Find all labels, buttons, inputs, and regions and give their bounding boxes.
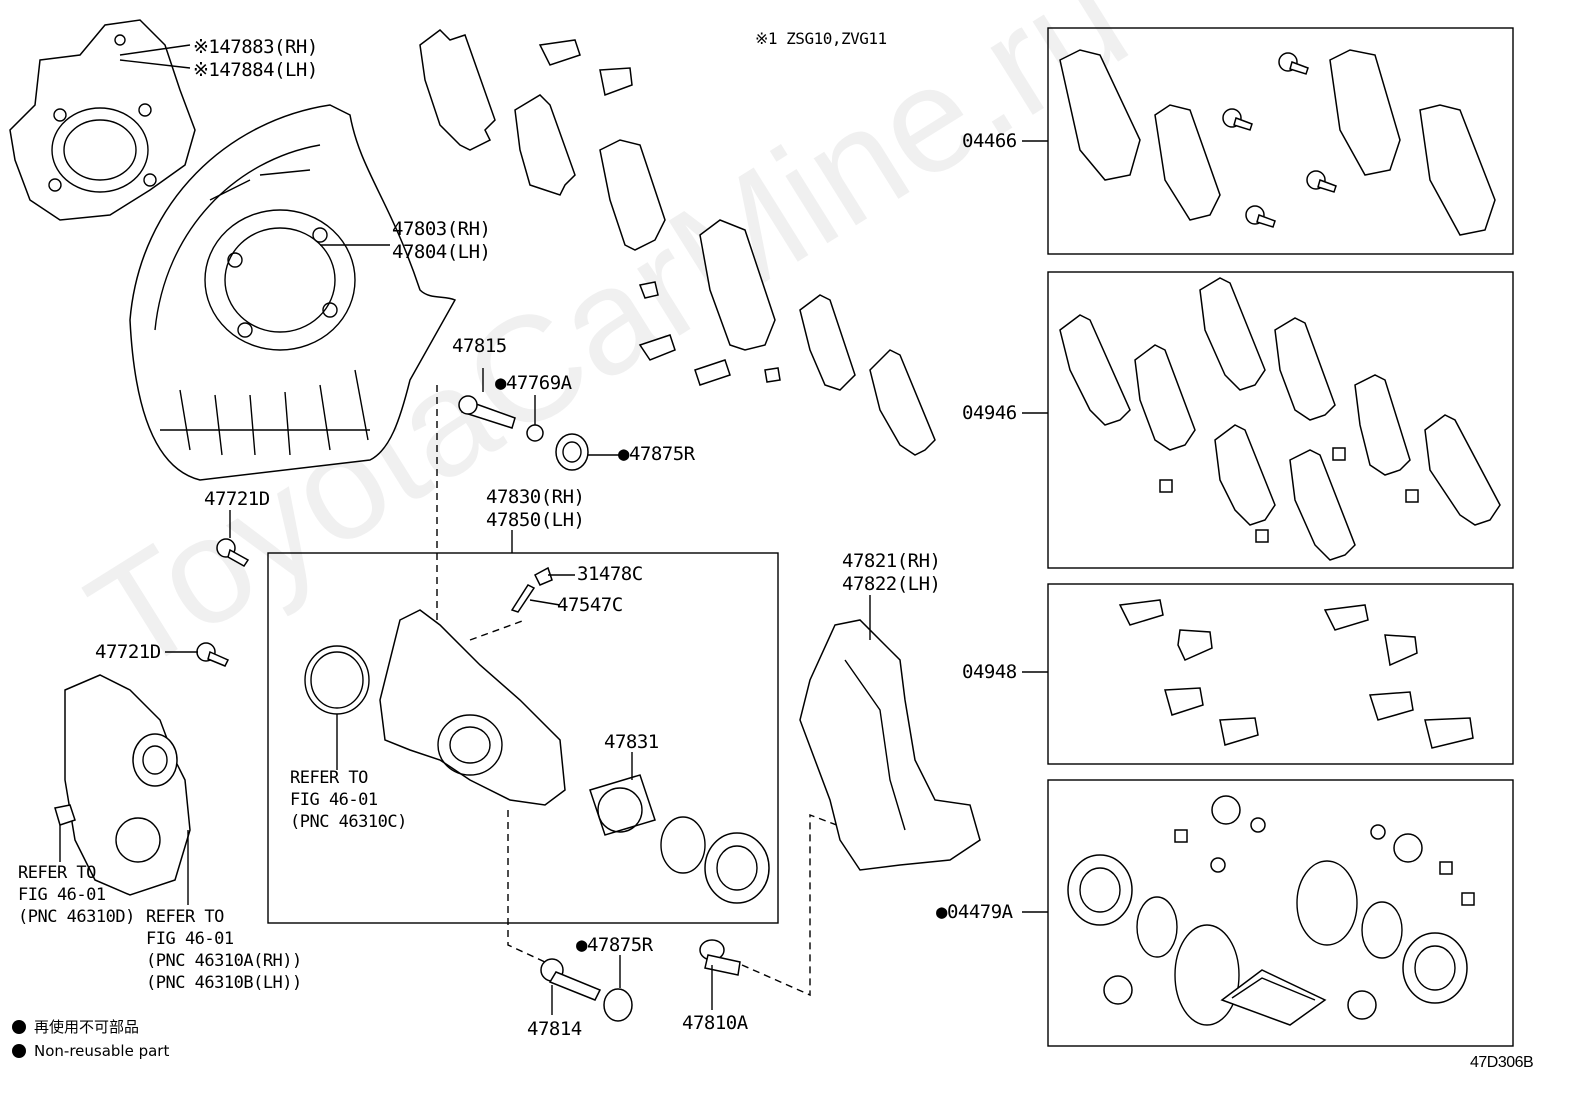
label-47875R-bottom: ●47875R	[576, 934, 653, 956]
label-47810A: 47810A	[682, 1012, 748, 1034]
label-04948: 04948	[962, 661, 1017, 683]
legend-item-jp: 再使用不可部品	[12, 1016, 139, 1037]
refer-caliper-line1: REFER TO	[146, 907, 224, 927]
box-04948	[1047, 583, 1514, 765]
refer-motor-line2: FIG 46-01	[18, 885, 106, 905]
refer-motor-line3: (PNC 46310D)	[18, 907, 135, 927]
label-47831: 47831	[604, 731, 659, 753]
legend-text-jp: 再使用不可部品	[34, 1018, 140, 1036]
label-47815: 47815	[452, 335, 507, 357]
bullet-dot-icon	[12, 1020, 26, 1034]
header-note: ※1 ZSG10,ZVG11	[755, 29, 887, 48]
label-47803: 47803(RH)	[392, 218, 491, 240]
brake-pads-top	[419, 29, 936, 456]
label-47721D-mid: 47721D	[95, 641, 161, 663]
refer-seal-line3: (PNC 46310C)	[290, 812, 407, 832]
box-04479A	[1047, 779, 1514, 1047]
label-47883: ※147883(RH)	[193, 36, 318, 58]
clips-04948	[1118, 599, 1474, 749]
label-47850: 47850(LH)	[486, 509, 585, 531]
label-04946: 04946	[962, 402, 1017, 424]
label-47821: 47821(RH)	[842, 550, 941, 572]
label-47884: ※147884(LH)	[193, 59, 318, 81]
pads-04466	[1059, 49, 1496, 236]
refer-motor-line1: REFER TO	[18, 863, 96, 883]
caliper-body	[304, 566, 770, 904]
label-47547C: 47547C	[557, 594, 623, 616]
label-04466: 04466	[962, 130, 1017, 152]
legend-text-en: Non-reusable part	[34, 1042, 170, 1060]
shims-04946	[1059, 277, 1501, 561]
refer-seal-line1: REFER TO	[290, 768, 368, 788]
refer-caliper-line2: FIG 46-01	[146, 929, 234, 949]
bolt-47721D	[196, 538, 250, 667]
label-04479A: ●04479A	[936, 901, 1013, 923]
box-04946	[1047, 271, 1514, 569]
dust-shield	[129, 104, 457, 481]
label-47721D-top: 47721D	[204, 488, 270, 510]
seal-kit-04479A	[1067, 795, 1475, 1026]
legend-item-en: Non-reusable part	[12, 1042, 169, 1060]
bottom-bolts	[540, 939, 741, 1022]
caliper-box	[267, 552, 779, 924]
refer-caliper-line4: (PNC 46310B(LH))	[146, 973, 302, 993]
refer-seal-line2: FIG 46-01	[290, 790, 378, 810]
label-31478C: 31478C	[577, 563, 643, 585]
label-47804: 47804(LH)	[392, 241, 491, 263]
label-47814: 47814	[527, 1018, 582, 1040]
diagram-code: 47D306B	[1470, 1054, 1534, 1071]
label-47769A: ●47769A	[495, 372, 572, 394]
label-47822: 47822(LH)	[842, 573, 941, 595]
label-47875R-top: ●47875R	[618, 443, 695, 465]
bullet-dot-icon	[12, 1044, 26, 1058]
label-47830: 47830(RH)	[486, 486, 585, 508]
parking-motor	[54, 674, 191, 896]
caliper-bracket	[799, 619, 981, 871]
slide-pin-47815	[458, 395, 589, 471]
refer-caliper-line3: (PNC 46310A(RH))	[146, 951, 302, 971]
knuckle-bracket	[9, 19, 196, 221]
